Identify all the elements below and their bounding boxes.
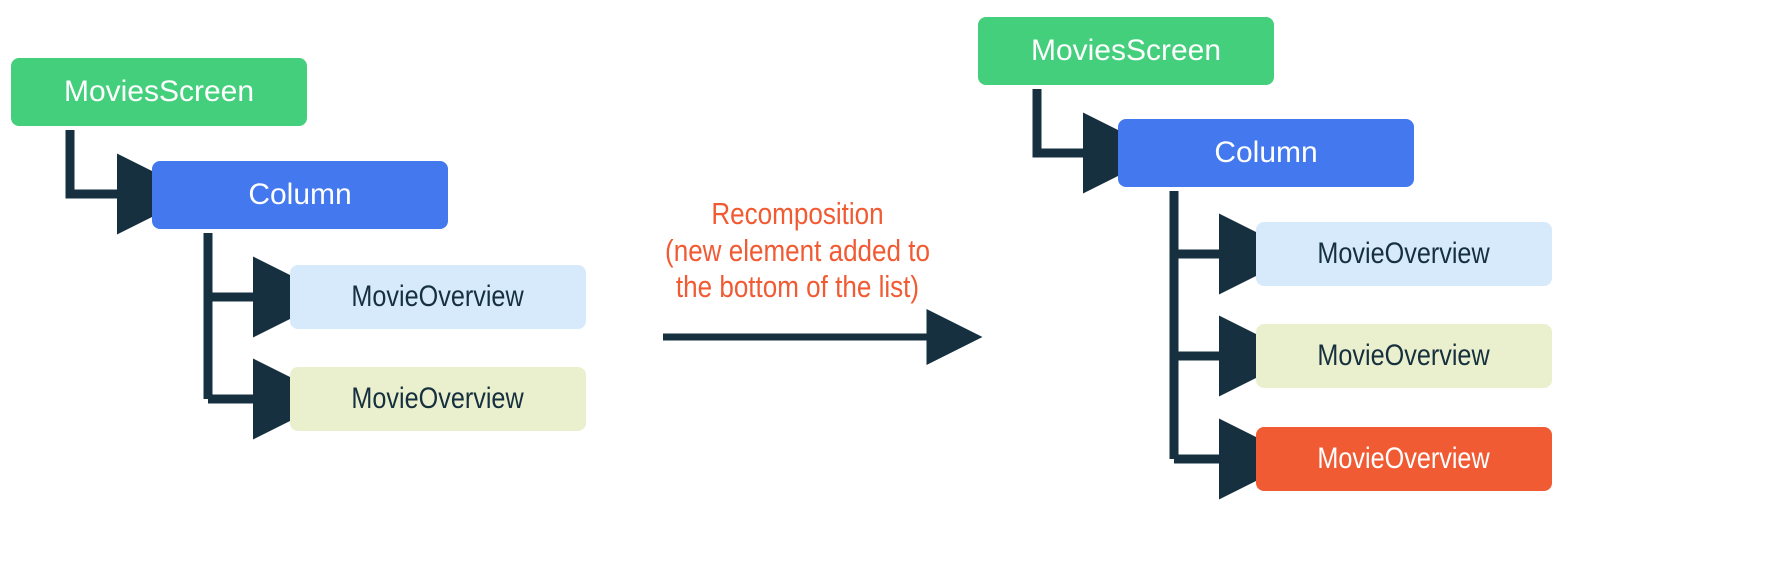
connector-before-moviesscreen-to-column	[65, 130, 198, 235]
node-label: MovieOverview	[1317, 339, 1491, 372]
node-before-movieoverview-1[interactable]: MovieOverview	[290, 265, 586, 329]
node-before-column[interactable]: Column	[152, 161, 448, 229]
node-after-movieoverview-1[interactable]: MovieOverview	[1256, 222, 1552, 286]
node-after-moviesscreen[interactable]: MoviesScreen	[978, 17, 1274, 85]
node-label: MovieOverview	[351, 382, 525, 415]
node-label: MoviesScreen	[63, 75, 255, 108]
node-label: MovieOverview	[1317, 237, 1491, 270]
node-label: Column	[248, 178, 352, 211]
node-before-movieoverview-2[interactable]: MovieOverview	[290, 367, 586, 431]
node-label: MoviesScreen	[1030, 34, 1222, 67]
node-after-column[interactable]: Column	[1118, 119, 1414, 187]
node-before-moviesscreen[interactable]: MoviesScreen	[11, 58, 307, 126]
node-after-movieoverview-3-new[interactable]: MovieOverview	[1256, 427, 1552, 491]
node-label: Column	[1214, 136, 1318, 169]
node-label: MovieOverview	[1317, 442, 1491, 475]
connector-after-moviesscreen-to-column	[1032, 89, 1164, 194]
transition-caption: Recomposition (new element added to the …	[665, 196, 930, 305]
node-after-movieoverview-2[interactable]: MovieOverview	[1256, 324, 1552, 388]
node-label: MovieOverview	[351, 280, 525, 313]
